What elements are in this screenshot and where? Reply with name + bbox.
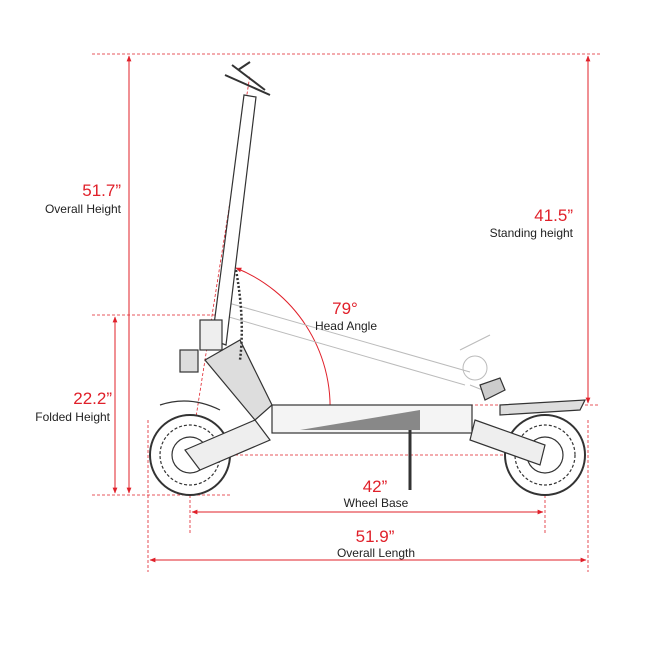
neck xyxy=(204,339,273,421)
overall-height-label: Overall Height xyxy=(44,202,121,216)
overall-length-value: 51.9” xyxy=(355,527,395,546)
overall-height-value: 51.7” xyxy=(82,181,121,200)
standing-height-value: 41.5” xyxy=(534,206,573,225)
overall-length-label: Overall Length xyxy=(336,546,416,560)
folded-stem-ghost xyxy=(221,301,496,396)
front-swingarm xyxy=(184,419,271,471)
folded-height-value: 22.2” xyxy=(73,389,112,408)
handlebar xyxy=(224,61,271,96)
head-angle-arc xyxy=(235,267,333,414)
rear-fender xyxy=(499,399,587,416)
scooter xyxy=(149,61,587,496)
stem xyxy=(211,94,257,346)
folded-height-label: Folded Height xyxy=(35,410,110,424)
dimension-arrows xyxy=(112,55,591,563)
wheel-base-value: 42” xyxy=(362,477,388,496)
head-angle-label: Head Angle xyxy=(314,319,378,333)
front-fender xyxy=(159,400,221,411)
standing-height-label: Standing height xyxy=(489,226,573,240)
head-angle-value: 79° xyxy=(332,299,358,318)
rear-swingarm xyxy=(469,419,546,466)
wheel-base-label: Wheel Base xyxy=(343,496,409,510)
